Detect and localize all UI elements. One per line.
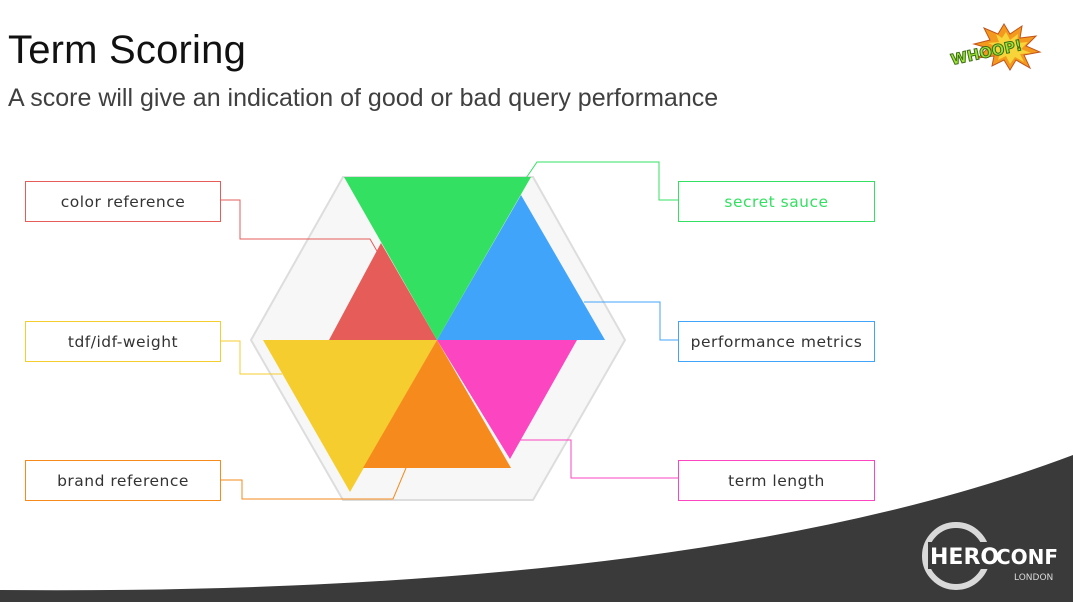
label-brand-reference: brand reference <box>25 460 221 501</box>
connector-performance-metrics <box>584 301 678 341</box>
triangle-blue <box>437 195 605 340</box>
whoop-logo: WHOOP! <box>949 23 1042 71</box>
heroconf-city-text: LONDON <box>1014 573 1053 583</box>
connector-secret-sauce <box>519 161 678 201</box>
label-tdf-idf-weight: tdf/idf-weight <box>25 321 221 362</box>
triangle-orange <box>363 340 511 468</box>
slide-subtitle: A score will give an indication of good … <box>8 84 719 112</box>
heroconf-conf-text: CONF <box>996 545 1058 569</box>
connector-term-length <box>515 439 678 479</box>
label-secret-sauce: secret sauce <box>678 181 875 222</box>
triangle-magenta <box>437 340 577 459</box>
connector-brand-reference <box>221 467 407 500</box>
label-term-length: term length <box>678 460 875 501</box>
whoop-inner-burst <box>988 32 1031 64</box>
slide-title: Term Scoring <box>8 28 247 72</box>
heroconf-bar <box>928 542 1056 569</box>
label-color-reference: color reference <box>25 181 221 222</box>
connector-color-reference <box>221 199 382 259</box>
heroconf-logo: HERO CONF LONDON <box>922 522 1058 590</box>
label-performance-metrics: performance metrics <box>678 321 875 362</box>
triangle-yellow <box>263 340 437 492</box>
connector-tdf-idf-weight <box>221 340 282 375</box>
triangle-red <box>329 243 437 340</box>
footer-swoosh <box>0 455 1073 602</box>
triangle-green <box>344 177 531 340</box>
heroconf-hero-text: HERO <box>930 545 999 570</box>
